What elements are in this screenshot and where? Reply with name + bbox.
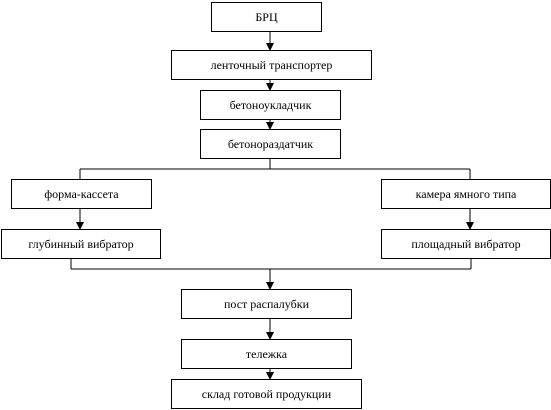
node-stripping-post: пост распалубки (181, 289, 352, 319)
node-trolley: тележка (181, 339, 352, 369)
node-surface-vibrator: площадный вибратор (381, 229, 551, 259)
node-brc: БРЦ (211, 2, 322, 32)
node-cassette-form: форма-кассета (11, 179, 152, 209)
node-belt-conveyor: ленточный транспортер (171, 50, 372, 80)
node-pit-chamber: камера ямного типа (381, 179, 551, 209)
node-finished-goods-warehouse: склад готовой продукции (171, 379, 362, 409)
node-deep-vibrator: глубинный вибратор (1, 229, 161, 259)
node-concrete-distributor: бетонораздатчик (200, 129, 341, 159)
node-concrete-placer: бетоноукладчик (200, 90, 341, 120)
